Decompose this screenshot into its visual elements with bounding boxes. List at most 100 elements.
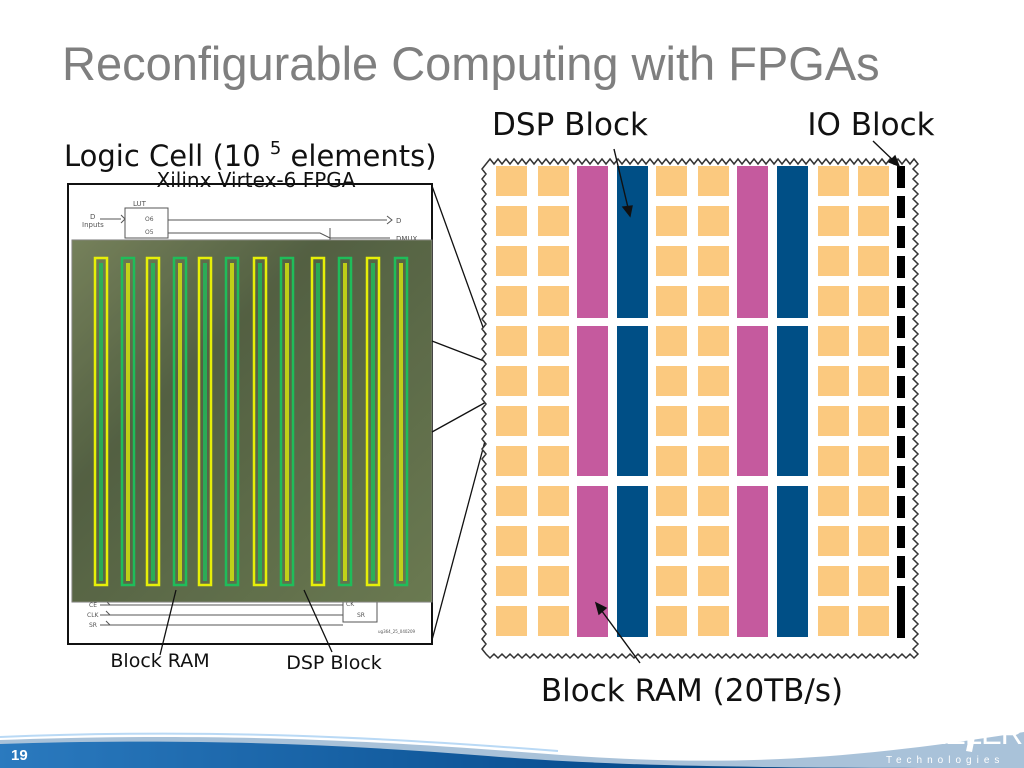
logic-cell-10-2 — [538, 526, 569, 556]
logic-cell-2-2 — [538, 206, 569, 236]
logic-cell-5-5 — [818, 326, 849, 356]
chip-column-core-11 — [371, 263, 375, 581]
logic-cell-1-3 — [656, 166, 687, 196]
chip-column-core-1 — [99, 263, 103, 581]
inputs-d-label: D — [90, 213, 95, 221]
dsp-block-arrow — [613, 148, 631, 217]
ck-label: CK — [346, 601, 355, 608]
io-block-label: IO Block — [807, 107, 934, 143]
chip-column-3 — [145, 256, 161, 587]
logic-cell-3-3 — [656, 246, 687, 276]
logic-cell-7-2 — [538, 406, 569, 436]
chip-column-11 — [365, 256, 381, 587]
sr-box-label: SR — [357, 612, 365, 619]
footer-wave — [0, 741, 1024, 768]
logic-cell-4-6 — [858, 286, 889, 316]
logic-cell-8-5 — [818, 446, 849, 476]
logic-cell-exponent: 5 — [270, 138, 281, 159]
logic-cell-4-2 — [538, 286, 569, 316]
io-block-10 — [897, 436, 905, 458]
io-block-13 — [897, 526, 905, 548]
io-block-2 — [897, 196, 905, 218]
runner-figure-icon — [958, 716, 976, 752]
dsp-block-column-1-segment-2 — [617, 326, 648, 476]
chip-column-core-6 — [230, 263, 234, 581]
chip-column-core-3 — [151, 263, 155, 581]
logic-cell-3-1 — [496, 246, 527, 276]
ce-label: CE — [89, 602, 97, 609]
logic-cell-2-6 — [858, 206, 889, 236]
chip-column-2 — [120, 256, 136, 587]
block-ram-column-2-segment-3 — [737, 486, 768, 637]
out-d-label: D — [396, 217, 401, 225]
chip-column-core-9 — [316, 263, 320, 581]
logic-cell-1-1 — [496, 166, 527, 196]
logic-cell-7-4 — [698, 406, 729, 436]
chip-column-core-10 — [343, 263, 347, 581]
logic-cell-3-4 — [698, 246, 729, 276]
io-block-15 — [897, 586, 905, 608]
lut-label: LUT — [133, 200, 147, 208]
logic-cell-7-3 — [656, 406, 687, 436]
chip-column-9 — [310, 256, 326, 587]
logic-cell-10-5 — [818, 526, 849, 556]
fpga-enlargement — [481, 157, 920, 660]
logic-cell-prefix: Logic Cell (10 — [64, 139, 261, 173]
schematic-output-lines — [168, 215, 393, 248]
io-block-17 — [897, 606, 905, 636]
dmux-label: DMUX — [396, 235, 418, 243]
logic-cell-7-6 — [858, 406, 889, 436]
logic-cell-suffix: elements) — [291, 139, 437, 173]
io-block-7 — [897, 346, 905, 368]
chip-columns — [93, 256, 409, 587]
schematic-control-lines — [100, 600, 343, 626]
logic-cell-12-3 — [656, 606, 687, 636]
maxeler-logo-tagline: Technologies — [886, 755, 1004, 766]
logic-cell-4-1 — [496, 286, 527, 316]
logic-cell-2-1 — [496, 206, 527, 236]
logic-cell-12-6 — [858, 606, 889, 636]
logic-cell-8-4 — [698, 446, 729, 476]
logic-cell-4-4 — [698, 286, 729, 316]
logic-cell-5-1 — [496, 326, 527, 356]
chip-column-core-7 — [258, 263, 262, 581]
o6-label: O6 — [145, 216, 154, 223]
chip-column-8 — [279, 256, 295, 587]
logic-cell-5-6 — [858, 326, 889, 356]
logic-cell-6-6 — [858, 366, 889, 396]
dsp-block-column-2-segment-3 — [777, 486, 808, 637]
logic-cell-10-6 — [858, 526, 889, 556]
io-block-5 — [897, 286, 905, 308]
logic-cell-9-5 — [818, 486, 849, 516]
logic-cell-5-3 — [656, 326, 687, 356]
logic-cell-1-4 — [698, 166, 729, 196]
logic-cell-9-2 — [538, 486, 569, 516]
lut-box — [124, 207, 169, 239]
dsp-block-arrowhead — [621, 205, 633, 218]
inputs-label: Inputs — [82, 221, 104, 229]
slide-title: Reconfigurable Computing with FPGAs — [62, 37, 880, 90]
dsp-block-column-1-segment-1 — [617, 166, 648, 318]
logic-cell-9-3 — [656, 486, 687, 516]
block-ram-arrowhead — [594, 601, 608, 616]
io-block-arrowhead — [887, 154, 901, 168]
block-ram-bottom-label: Block RAM (20TB/s) — [541, 673, 843, 709]
block-ram-column-1-segment-3 — [577, 486, 608, 637]
logic-cell-6-4 — [698, 366, 729, 396]
logic-cell-2-4 — [698, 206, 729, 236]
logic-cell-9-6 — [858, 486, 889, 516]
logic-cell-1-5 — [818, 166, 849, 196]
slide-number: 19 — [11, 747, 28, 764]
sr-label: SR — [89, 622, 97, 629]
block-ram-pointer — [159, 589, 177, 656]
logic-cell-10-4 — [698, 526, 729, 556]
io-block-4 — [897, 256, 905, 278]
logic-cell-schematic: LUT D Inputs O6 O5 D DMUX CE CLK SR CK S… — [67, 168, 433, 645]
chip-column-1 — [93, 256, 109, 587]
logic-cell-6-2 — [538, 366, 569, 396]
io-block-14 — [897, 556, 905, 578]
logic-cell-11-5 — [818, 566, 849, 596]
logic-cell-7-5 — [818, 406, 849, 436]
dsp-block-column-2-segment-1 — [777, 166, 808, 318]
